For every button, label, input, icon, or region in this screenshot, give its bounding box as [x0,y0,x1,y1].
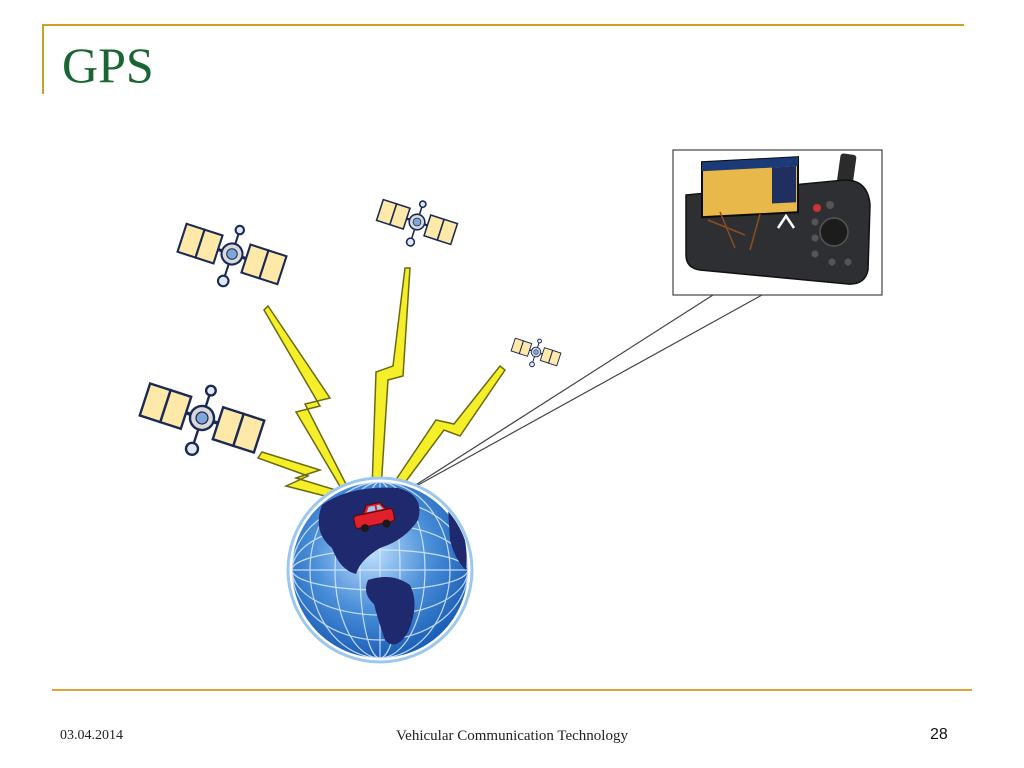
signal-line [399,294,763,496]
signal-line [399,294,714,496]
car-icon [353,501,396,533]
top-rule [42,24,964,26]
footer-title: Vehicular Communication Technology [396,728,628,744]
footer-date: 03.04.2014 [60,728,123,743]
globe-icon [286,476,474,664]
side-rule [42,24,44,94]
page-number: 28 [930,726,948,743]
satellite-icon [507,331,564,375]
bottom-rule [52,689,972,691]
lightning-bolt-icon [371,267,411,490]
satellite-icon [131,365,272,475]
satellite-icon [371,188,463,259]
gps-device-icon [685,153,871,285]
satellite-icon [170,208,293,304]
slide-title: GPS [62,37,154,93]
